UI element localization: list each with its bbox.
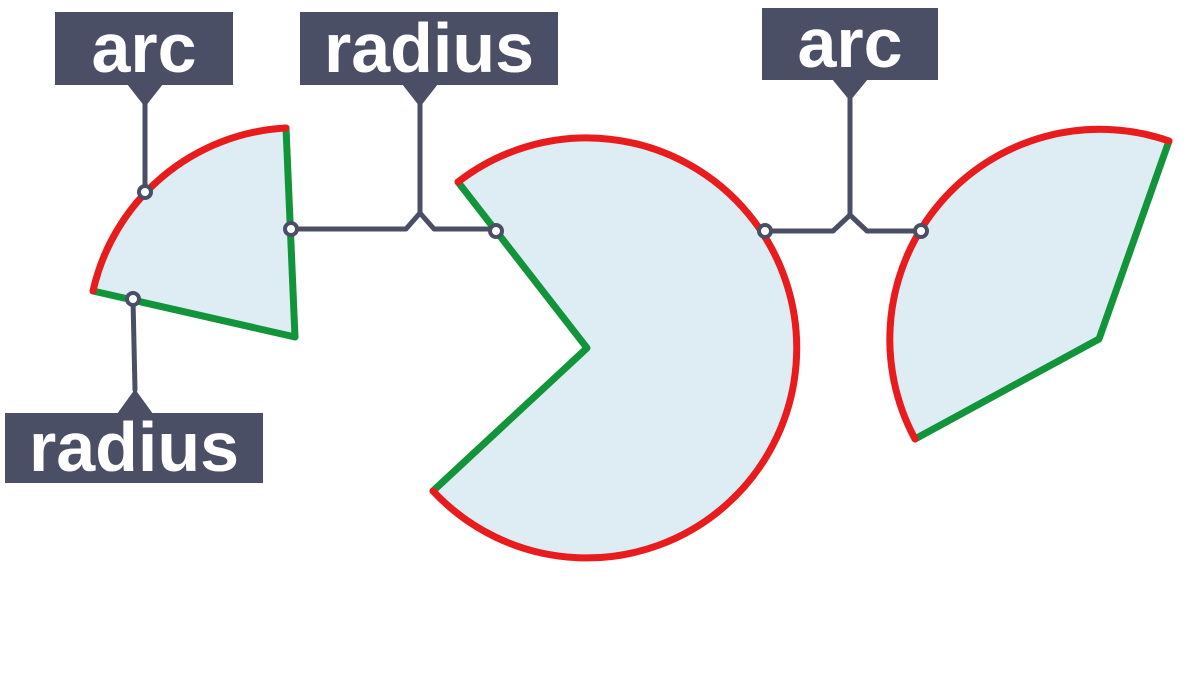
connector-arc-right [762,96,924,234]
sector-large-radius-lines [429,178,591,495]
label-radius-top-box [300,12,558,85]
connector-radius-top [288,101,499,232]
marker-dot-large-arc [757,223,773,239]
sector-right-fill [889,129,1169,440]
marker-dot-small-arc [137,184,153,200]
label-arc-left: arc [55,9,233,107]
sector-right [886,125,1173,443]
label-arc-left-box [55,12,233,85]
sector-small-arc-line [89,124,290,295]
marker-dots [125,184,929,307]
sector-small-fill [93,128,295,337]
label-arc-right-box [762,8,938,80]
sector-small [89,124,299,341]
sector-large [429,134,801,562]
label-radius-bottom-box [5,413,263,483]
label-radius-bottom: radius [5,389,263,486]
sector-small-radius-lines [89,124,299,341]
label-radius-bottom-text: radius [29,408,239,486]
sector-large-fill [433,137,797,558]
label-radius-top-tail [402,84,438,107]
label-arc-left-text: arc [91,9,196,87]
label-arc-right-tail [832,79,868,101]
marker-dot-small-radius-bottom [125,291,141,307]
connector-lines [130,96,924,393]
marker-dot-small-radius-right [283,221,299,237]
sector-right-arc-line [886,125,1173,443]
sector-large-arc-line [429,134,801,562]
label-radius-top-text: radius [324,9,534,87]
label-radius-bottom-tail [117,389,153,414]
marker-dot-large-radius [488,223,504,239]
connector-radius-bottom [130,296,138,393]
label-arc-right-text: arc [797,4,902,82]
label-arc-right: arc [762,4,938,101]
marker-dot-right-arc [913,223,929,239]
sector-right-radius-lines [911,137,1173,443]
label-radius-top: radius [300,9,558,107]
label-arc-left-tail [127,84,163,107]
